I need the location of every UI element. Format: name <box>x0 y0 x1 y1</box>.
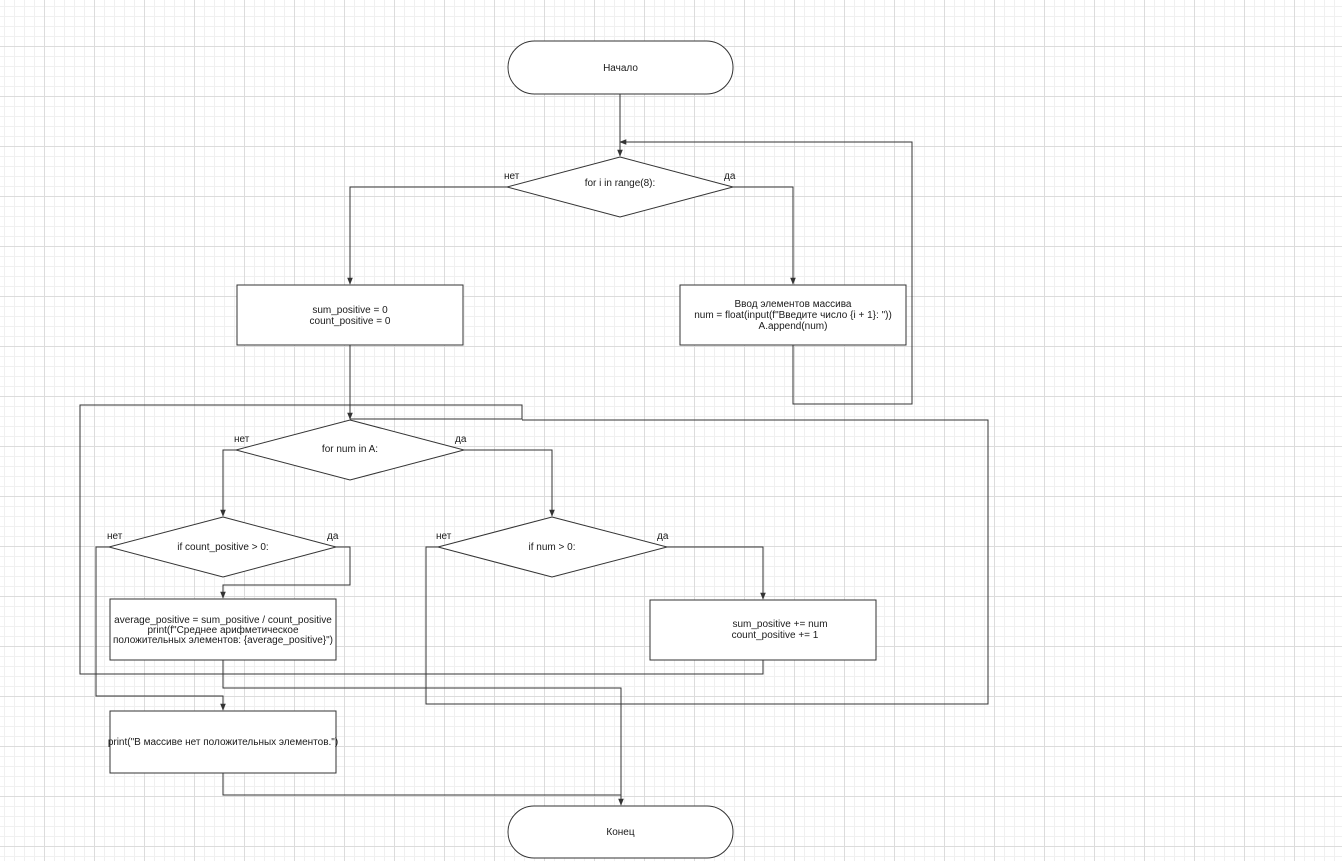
accumulate-block-box <box>649 599 877 661</box>
loop-elements-diamond <box>234 419 466 481</box>
input-block-box <box>679 284 907 346</box>
average-block-line3: положительных элементов: {average_positi… <box>113 635 333 646</box>
edge-elements-no-to-if-count <box>220 449 236 517</box>
edge-input-back-to-loop <box>619 139 913 405</box>
if-num-yes-label: да <box>657 531 669 542</box>
loop-input-label: for i in range(8): <box>585 178 656 189</box>
if-num-node: if num > 0: нет да <box>436 516 669 578</box>
accumulate-block-line1: sum_positive += num <box>732 619 827 630</box>
edge-loop-yes-to-input <box>733 186 796 285</box>
edge-loop-no-to-init <box>347 186 507 285</box>
input-block-node: Ввод элементов массива num = float(input… <box>679 284 907 346</box>
loop-input-diamond <box>505 156 735 218</box>
end-label: Конец <box>606 827 634 838</box>
end-terminator <box>507 805 734 859</box>
start-terminator <box>507 40 734 95</box>
input-block-line2: num = float(input(f"Введите число {i + 1… <box>694 310 892 321</box>
loop-elements-node: for num in A: нет да <box>234 419 467 481</box>
edge-if-num-no-back-to-elements <box>425 419 989 705</box>
no-positive-block-box <box>109 710 337 774</box>
start-node: Начало <box>507 40 734 95</box>
edge-if-count-no-to-no-positive <box>95 546 226 711</box>
edge-accumulate-back-to-elements <box>79 404 764 675</box>
if-count-diamond <box>107 516 338 578</box>
average-block-box <box>109 598 337 661</box>
if-count-yes-label: да <box>327 531 339 542</box>
loop-elements-yes-label: да <box>455 434 467 445</box>
average-block-line1: average_positive = sum_positive / count_… <box>114 615 332 626</box>
edge-if-num-yes-to-accumulate <box>667 546 766 600</box>
loop-elements-label: for num in A: <box>322 444 378 455</box>
loop-input-no-label: нет <box>504 171 520 182</box>
init-block-box <box>236 284 464 346</box>
init-block-line1: sum_positive = 0 <box>312 305 388 316</box>
edges <box>79 94 989 806</box>
edge-if-count-yes-to-average <box>220 546 351 599</box>
if-num-label: if num > 0: <box>529 542 576 553</box>
if-count-no-label: нет <box>107 531 123 542</box>
loop-input-yes-label: да <box>724 171 736 182</box>
if-num-no-label: нет <box>436 531 452 542</box>
if-count-node: if count_positive > 0: нет да <box>107 516 339 578</box>
init-block-line2: count_positive = 0 <box>310 316 391 327</box>
if-count-label: if count_positive > 0: <box>177 542 268 553</box>
loop-elements-no-label: нет <box>234 434 250 445</box>
edge-elements-yes-to-if-num <box>464 449 555 517</box>
input-block-line3: A.append(num) <box>759 321 828 332</box>
no-positive-block-node: print("В массиве нет положительных элеме… <box>108 710 338 774</box>
accumulate-block-line2: count_positive += 1 <box>732 630 819 641</box>
average-block-node: average_positive = sum_positive / count_… <box>109 598 337 661</box>
edge-average-to-end <box>222 660 624 806</box>
end-node: Конец <box>507 805 734 859</box>
init-block-node: sum_positive = 0 count_positive = 0 <box>236 284 464 346</box>
average-block-line2: print(f"Среднее арифметическое <box>147 624 299 636</box>
no-positive-label: print("В массиве нет положительных элеме… <box>108 737 338 748</box>
start-label: Начало <box>603 63 638 74</box>
if-num-diamond <box>436 516 669 578</box>
loop-input-node: for i in range(8): нет да <box>504 156 736 218</box>
accumulate-block-node: sum_positive += num count_positive += 1 <box>649 599 877 661</box>
edge-no-positive-to-end <box>222 773 621 796</box>
input-block-line1: Ввод элементов массива <box>735 299 852 310</box>
